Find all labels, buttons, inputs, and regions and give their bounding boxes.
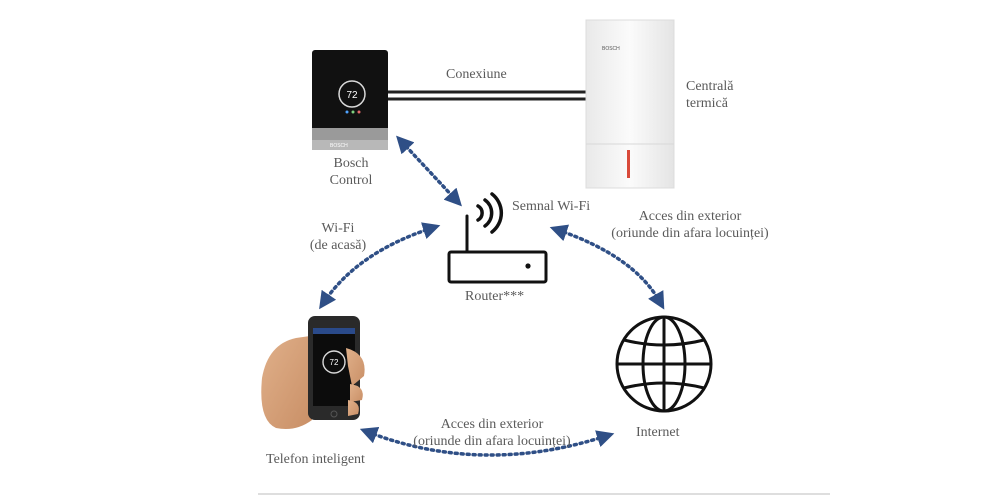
label-bosch-control: Bosch Control bbox=[322, 155, 380, 189]
label-centrala-line1: Centrală bbox=[686, 79, 734, 94]
arrow-router-internet bbox=[549, 224, 665, 310]
arrows bbox=[319, 135, 665, 457]
label-acces-bottom: Acces din exterior (oriunde din afara lo… bbox=[392, 416, 592, 450]
label-wifi-home: Wi-Fi (de acasă) bbox=[298, 220, 378, 254]
label-wifi-line2: (de acasă) bbox=[309, 238, 367, 253]
label-centrala-termica: Centrală termică bbox=[686, 78, 733, 112]
label-wifi-line1: Wi-Fi bbox=[321, 221, 355, 236]
connection-line bbox=[388, 90, 588, 101]
thermostat-brand: BOSCH bbox=[330, 143, 348, 149]
label-acces-top-line2: (oriunde din afara locuinței) bbox=[611, 226, 769, 241]
globe-icon bbox=[615, 315, 713, 413]
label-acces-top-line1: Acces din exterior bbox=[638, 209, 742, 224]
label-bosch-line1: Bosch bbox=[333, 156, 369, 171]
boiler-brand: BOSCH bbox=[602, 46, 620, 52]
smartphone-device: 72 bbox=[261, 316, 365, 429]
label-telefon-inteligent: Telefon inteligent bbox=[266, 452, 365, 467]
wifi-icon bbox=[476, 192, 504, 234]
thermostat-device: 72 BOSCH bbox=[312, 50, 388, 150]
arrow-thermostat-router bbox=[396, 135, 462, 207]
boiler-device: BOSCH bbox=[585, 19, 675, 189]
label-bosch-line2: Control bbox=[329, 173, 373, 188]
label-internet: Internet bbox=[636, 425, 680, 440]
arrow-router-phone bbox=[319, 222, 441, 310]
label-conexiune: Conexiune bbox=[446, 67, 507, 82]
router-icon bbox=[447, 214, 548, 284]
label-acces-bottom-line1: Acces din exterior bbox=[440, 417, 544, 432]
label-semnal-wifi: Semnal Wi-Fi bbox=[512, 199, 591, 214]
label-centrala-line2: termică bbox=[686, 96, 728, 111]
label-acces-top: Acces din exterior (oriunde din afara lo… bbox=[590, 208, 790, 242]
thermostat-temperature: 72 bbox=[346, 90, 358, 101]
label-router: Router*** bbox=[465, 289, 525, 304]
arrow-phone-internet bbox=[359, 426, 615, 457]
phone-temperature: 72 bbox=[330, 358, 339, 367]
label-acces-bottom-line2: (oriunde din afara locuinței) bbox=[413, 434, 571, 449]
